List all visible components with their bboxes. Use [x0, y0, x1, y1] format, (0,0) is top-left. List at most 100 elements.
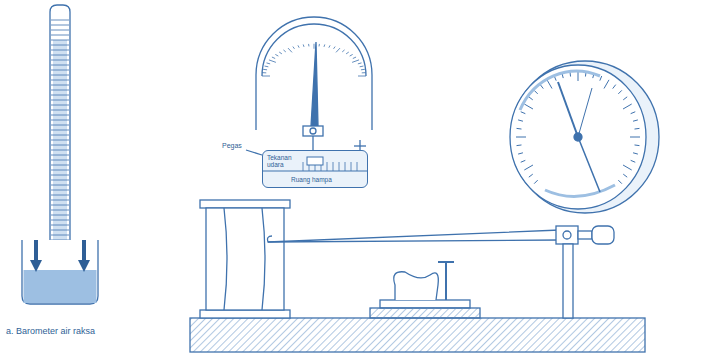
scale-tick	[521, 112, 526, 114]
pivot	[563, 231, 571, 239]
scale-tick	[524, 104, 533, 109]
membrane-tick	[357, 162, 358, 171]
scale-tick	[51, 30, 69, 31]
barograph	[190, 200, 645, 352]
scale-tick	[350, 54, 353, 56]
scale-tick	[352, 60, 359, 62]
aneroid-capsule	[394, 272, 439, 300]
needle-hub	[310, 128, 316, 134]
scale-tick	[51, 195, 69, 196]
caption-label: a. Barometer air raksa	[6, 326, 95, 336]
scale-tick	[283, 50, 285, 52]
scale-tick	[51, 75, 69, 76]
dial-band	[520, 71, 600, 110]
membrane-tick	[333, 162, 334, 171]
aneroid-chamber: Tekanan udaraRuang hampa	[262, 150, 368, 188]
scale-tick	[51, 105, 69, 106]
aneroid-barometer	[510, 61, 659, 213]
pressure-arrow	[34, 240, 38, 266]
adjust-knob	[592, 226, 614, 244]
scale-tick	[578, 71, 579, 81]
dial-face	[510, 65, 646, 209]
scale-tick	[51, 20, 69, 21]
scale-tick	[635, 128, 640, 130]
scale-tick	[319, 44, 320, 46]
membrane-tick	[327, 162, 328, 171]
arm-shaft	[578, 231, 592, 239]
scale-tick	[275, 54, 278, 56]
scale-tick	[51, 130, 69, 131]
scale-tick	[51, 80, 69, 81]
base-plate	[190, 318, 645, 352]
dial-band	[545, 185, 615, 196]
gauge-needle	[311, 42, 318, 126]
scale-tick	[633, 153, 638, 154]
scale-tick	[346, 52, 349, 54]
scale-tick	[518, 153, 523, 154]
scale-tick	[269, 60, 276, 62]
scale-tick	[51, 140, 69, 141]
scale-tick	[334, 47, 336, 49]
drum-flange	[200, 200, 290, 208]
scale-tick	[600, 76, 602, 81]
dial-needle	[578, 137, 600, 192]
scale-tick	[342, 50, 344, 52]
scale-tick	[360, 66, 364, 68]
scale-tick	[308, 44, 309, 46]
scale-tick	[521, 160, 526, 162]
drum-flange	[200, 310, 290, 318]
scale-tick	[358, 63, 362, 64]
scale-tick	[51, 160, 69, 161]
recording-arm	[268, 230, 561, 242]
scale-tick	[516, 137, 526, 138]
pivot-block	[556, 226, 578, 244]
scale-tick	[51, 170, 69, 171]
scale-tick	[524, 165, 533, 170]
scale-tick	[623, 104, 632, 109]
scale-tick	[618, 180, 622, 184]
aneroid-schematic	[246, 17, 372, 162]
recording-arm	[268, 240, 560, 242]
scale-tick	[272, 57, 275, 58]
scale-tick	[51, 230, 69, 231]
scale-tick	[529, 97, 533, 100]
capsule-base	[370, 308, 480, 318]
scale-tick	[529, 174, 533, 177]
drum-line	[224, 208, 227, 310]
membrane-tick	[351, 162, 352, 171]
scale-tick	[51, 85, 69, 86]
scale-tick	[361, 69, 365, 71]
scale-tick	[51, 100, 69, 101]
support-post	[563, 244, 573, 318]
scale-tick	[362, 72, 366, 73]
scale-tick	[604, 80, 609, 89]
mercury-dish	[22, 240, 98, 304]
scale-tick	[51, 90, 69, 91]
scale-tick	[358, 76, 366, 77]
membrane-tick	[303, 162, 304, 171]
scale-tick	[51, 70, 69, 71]
scale-tick	[265, 66, 269, 68]
scale-tick	[631, 160, 636, 162]
scale-tick	[534, 180, 538, 184]
scale-tick	[51, 200, 69, 201]
scale-tick	[263, 69, 267, 71]
scale-tick	[51, 25, 69, 26]
scale-tick	[51, 180, 69, 181]
scale-tick	[623, 97, 627, 100]
scale-tick	[623, 174, 627, 177]
scale-tick	[517, 128, 522, 130]
scale-tick	[353, 57, 356, 58]
mercury-column	[53, 40, 67, 262]
scale-tick	[51, 40, 69, 41]
scale-tick	[329, 45, 330, 47]
scale-tick	[51, 120, 69, 121]
scale-tick	[323, 44, 325, 46]
scale-tick	[293, 47, 295, 49]
needle-hub	[303, 126, 323, 136]
scale-tick	[635, 144, 640, 146]
scale-tick	[51, 55, 69, 56]
scale-tick	[51, 95, 69, 96]
dial-case	[511, 61, 659, 213]
